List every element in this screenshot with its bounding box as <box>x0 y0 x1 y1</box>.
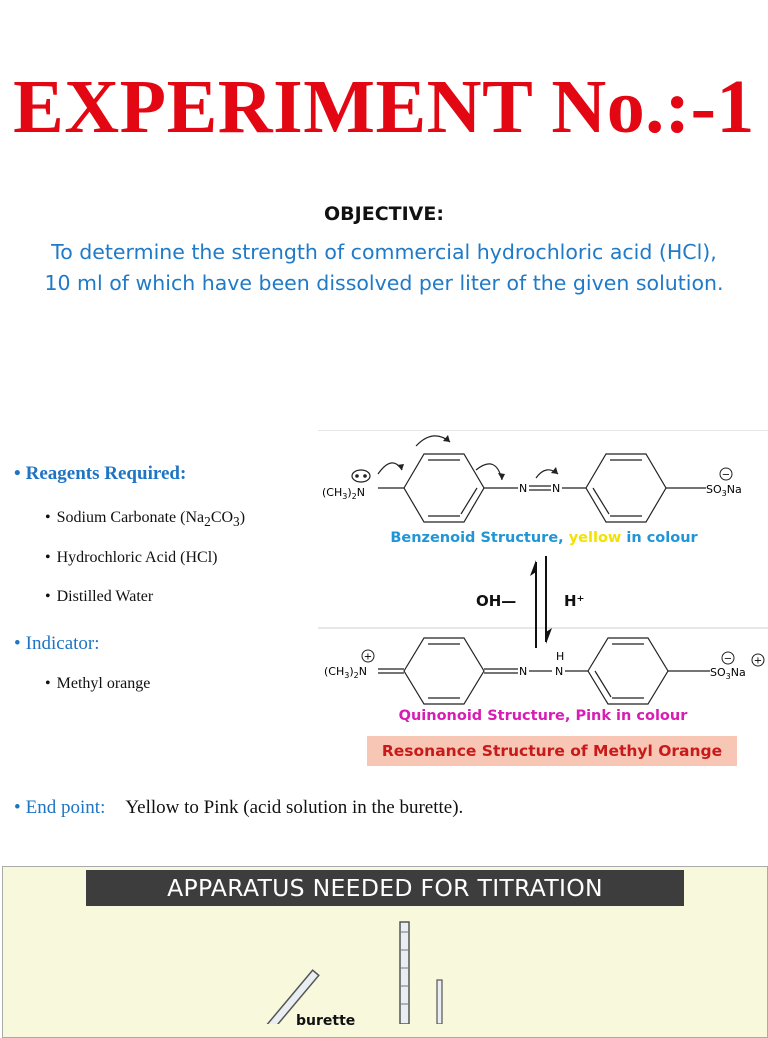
charge-sign: − <box>722 470 730 481</box>
lone-pair-icon <box>351 469 371 483</box>
reagents-heading: •Reagents Required: <box>14 463 186 485</box>
arrowhead-icon <box>397 464 404 470</box>
burette-label: burette <box>296 1013 356 1029</box>
azo-n-label: N <box>552 482 560 495</box>
benzenoid-caption: Benzenoid Structure, yellow in colour <box>320 530 768 546</box>
objective-line-1: To determine the strength of commercial … <box>51 240 717 264</box>
reagents-heading-text: Reagents Required: <box>25 463 187 484</box>
bullet-icon: • <box>14 797 21 818</box>
benzenoid-caption-color: yellow <box>568 530 622 546</box>
double-bond-line <box>594 670 612 698</box>
reagent-text: Hydrochloric Acid (HCl) <box>56 549 218 566</box>
azo-n-label: N <box>555 665 563 678</box>
subscript: 3 <box>233 514 240 530</box>
reagent-text: Distilled Water <box>56 588 154 605</box>
sulfonate-label: SO3Na <box>710 666 746 681</box>
resonance-caption-box: Resonance Structure of Methyl Orange <box>367 736 737 766</box>
burette-tube-icon <box>399 921 410 1024</box>
azo-h-label: H <box>556 650 564 663</box>
proton-label: H⁺ <box>564 592 585 610</box>
charge-sign: + <box>754 656 762 667</box>
charge-sign: − <box>724 654 732 665</box>
reagent-text: Sodium Carbonate (Na <box>56 509 205 526</box>
curved-arrow-icon <box>475 463 503 481</box>
bullet-icon: • <box>14 463 21 484</box>
pipette-body <box>253 969 320 1024</box>
apparatus-heading: APPARATUS NEEDED FOR TITRATION <box>86 870 684 906</box>
stand-rod-icon <box>436 979 443 1024</box>
objective-line-2: 10 ml of which have been dissolved per l… <box>44 271 724 295</box>
double-bond-line <box>460 487 478 515</box>
amine-group-label: (CH3)2N <box>322 486 365 501</box>
double-bond-line <box>592 487 610 515</box>
charge-sign: + <box>364 652 372 663</box>
bullet-icon: • <box>14 633 21 654</box>
arrowhead-icon <box>498 473 505 480</box>
arrowhead-icon <box>443 435 450 442</box>
end-point-line: •End point: Yellow to Pink (acid solution… <box>14 797 463 819</box>
quinonoid-caption: Quinonoid Structure, Pink in colour <box>398 708 688 724</box>
hydroxide-label: OH— <box>476 592 517 610</box>
quinoid-ring-icon <box>403 637 485 705</box>
electron-dot-icon <box>363 474 367 478</box>
bullet-icon: • <box>45 549 51 566</box>
reagent-item: • Sodium Carbonate (Na2CO3) <box>45 509 245 530</box>
sulfonate-label: SO3Na <box>706 483 742 498</box>
quinonoid-structure: (CH3)2N + N H N SO3Na − + <box>324 637 765 705</box>
end-point-label: End point: <box>25 797 106 818</box>
curved-arrow-icon <box>377 462 403 475</box>
methyl-orange-structure-diagram: (CH3)2N N N SO3Na − <box>318 430 768 705</box>
arrowhead-icon <box>551 467 558 474</box>
azo-n-label: N <box>519 665 527 678</box>
equilibrium-arrows-icon <box>530 556 552 648</box>
positive-charge-icon <box>751 653 765 667</box>
benzene-ring-icon <box>403 453 485 523</box>
positive-charge-icon <box>361 649 375 663</box>
bullet-icon: • <box>45 509 51 526</box>
bullet-icon: • <box>45 675 51 692</box>
objective-heading: OBJECTIVE: <box>324 203 444 225</box>
indicator-item: • Methyl orange <box>45 675 150 693</box>
electron-dot-icon <box>355 474 359 478</box>
arrowhead-icon <box>530 560 536 576</box>
benzene-ring-icon <box>585 453 667 523</box>
negative-charge-icon <box>721 651 735 665</box>
reagent-text-end: ) <box>239 509 246 526</box>
azo-n-label: N <box>519 482 527 495</box>
reagent-item: • Hydrochloric Acid (HCl) <box>45 549 217 567</box>
reagent-text-mid: CO <box>210 509 234 526</box>
bullet-icon: • <box>45 588 51 605</box>
arrowhead-icon <box>546 628 552 644</box>
negative-charge-icon <box>719 467 733 481</box>
reagent-item: • Distilled Water <box>45 588 153 606</box>
indicator-text: Methyl orange <box>56 675 151 692</box>
benzenoid-caption-post: in colour <box>621 530 698 546</box>
experiment-title: EXPERIMENT No.:-1 <box>13 65 755 149</box>
indicator-heading-text: Indicator: <box>25 633 100 654</box>
apparatus-illustration <box>253 921 443 1024</box>
benzenoid-structure: (CH3)2N N N SO3Na − <box>322 435 742 523</box>
pipette-icon <box>253 969 320 1024</box>
benzene-ring-icon <box>587 637 669 705</box>
amine-group-label: (CH3)2N <box>324 665 367 680</box>
indicator-heading: •Indicator: <box>14 633 100 655</box>
subscript: 2 <box>204 514 211 530</box>
end-point-value: Yellow to Pink (acid solution in the bur… <box>125 797 464 818</box>
benzenoid-caption-pre: Benzenoid Structure, <box>390 530 569 546</box>
